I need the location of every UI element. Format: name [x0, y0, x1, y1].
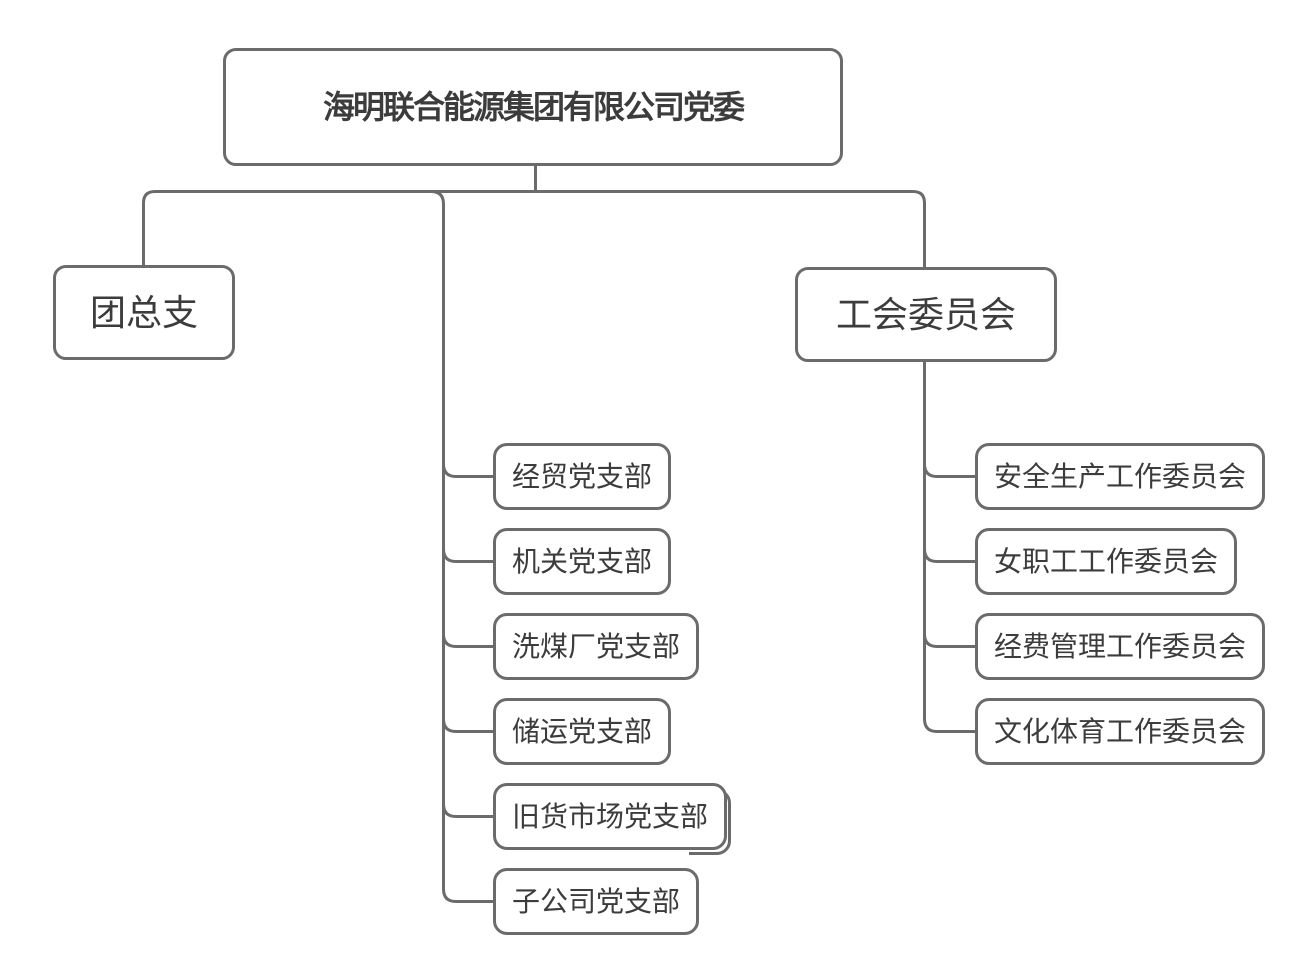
connector-elbow-union-3 [923, 633, 977, 648]
org-node-committee-funds: 经费管理工作委员会 [975, 613, 1266, 680]
connector-elbow-union-1 [923, 463, 977, 478]
org-node-committee-safety: 安全生产工作委员会 [975, 443, 1266, 510]
connector-elbow-party-5 [442, 803, 495, 818]
connector-elbow-union-4 [923, 718, 977, 733]
org-node-committee-women-workers: 女职工工作委员会 [975, 528, 1238, 595]
connector-middle-trunk [430, 190, 445, 889]
connector-elbow-party-2 [442, 548, 495, 563]
connector-elbow-party-3 [442, 633, 495, 648]
org-node-committee-culture-sports: 文化体育工作委员会 [975, 698, 1266, 765]
org-node-party-branch-storage: 储运党支部 [493, 698, 672, 765]
org-node-party-committee: 海明联合能源集团有限公司党委 [223, 48, 843, 166]
connector-distribution-line [142, 190, 926, 268]
connector-elbow-union-2 [923, 548, 977, 563]
org-node-party-branch-office: 机关党支部 [493, 528, 672, 595]
org-node-party-branch-subsidiary: 子公司党支部 [493, 868, 700, 935]
org-node-party-branch-secondhand-market: 旧货市场党支部 [493, 783, 728, 850]
org-node-party-branch-trade: 经贸党支部 [493, 443, 672, 510]
connector-elbow-party-6 [442, 888, 495, 903]
connector-elbow-party-1 [442, 463, 495, 478]
org-node-league-general-branch: 团总支 [53, 265, 235, 360]
connector-elbow-party-4 [442, 718, 495, 733]
org-node-union-committee: 工会委员会 [795, 267, 1057, 362]
org-node-party-branch-coal-washing: 洗煤厂党支部 [493, 613, 700, 680]
